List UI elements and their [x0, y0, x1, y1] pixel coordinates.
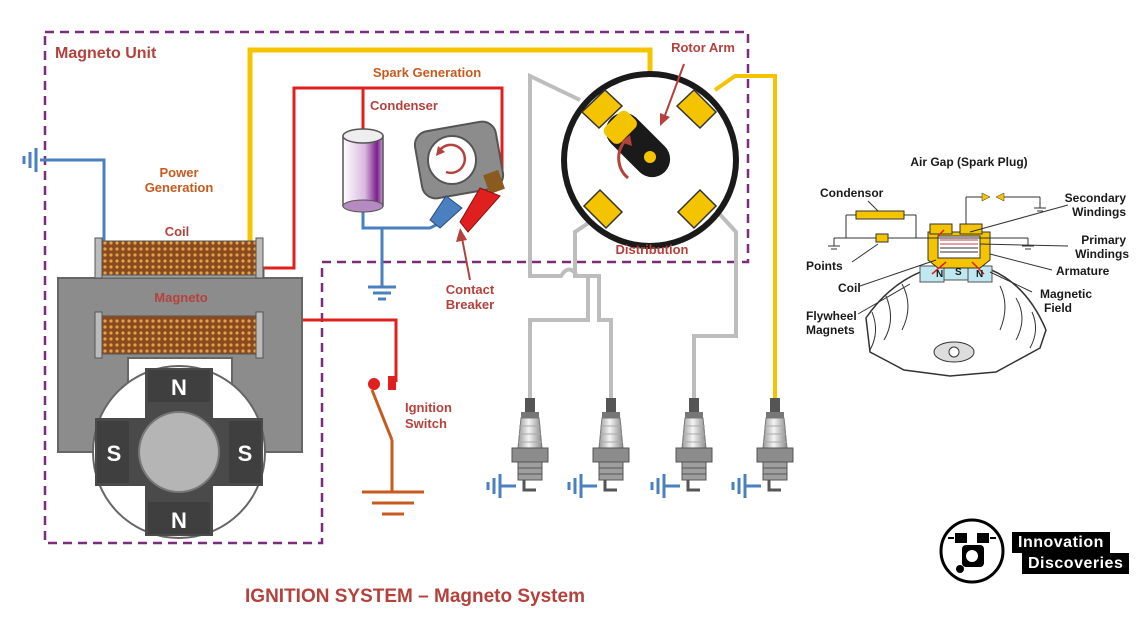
- label-condenser: Condenser: [370, 98, 438, 113]
- inset-flywheel-diagram: [828, 192, 1069, 377]
- pole-s-right: S: [238, 441, 253, 466]
- innovation-discoveries-logo-icon: [939, 518, 1005, 584]
- label-points: Points: [806, 259, 843, 273]
- pole-n-bottom: N: [171, 508, 187, 533]
- inset-pole-n-2: N: [976, 269, 983, 280]
- label-contact-breaker-2: Breaker: [446, 297, 494, 312]
- inset-pole-n: N: [936, 269, 943, 280]
- label-flywheel-magnets-2: Magnets: [806, 323, 855, 337]
- plug-lead-2: [573, 216, 613, 398]
- primary-wire-red: [258, 86, 504, 270]
- plug-lead-3: [692, 208, 738, 398]
- pole-n-top: N: [171, 375, 187, 400]
- coil-winding: [99, 240, 259, 276]
- label-armature: Armature: [1056, 264, 1110, 278]
- label-magnetic-field-1: Magnetic: [1040, 287, 1092, 301]
- contact-breaker-cam: [413, 120, 505, 200]
- pole-s-left: S: [107, 441, 122, 466]
- condenser: [342, 128, 384, 213]
- label-magneto-unit: Magneto Unit: [55, 45, 157, 62]
- spark-plug-3: [674, 396, 714, 492]
- page-title: IGNITION SYSTEM – Magneto System: [245, 586, 585, 607]
- ignition-switch: [362, 376, 424, 516]
- label-primary-windings-1: Primary: [1081, 233, 1126, 247]
- label-flywheel-magnets-1: Flywheel: [806, 309, 857, 323]
- switch-wire-red: [258, 318, 398, 382]
- label-ignition-switch-1: Ignition: [405, 400, 452, 415]
- label-secondary-windings-1: Secondary: [1065, 191, 1127, 205]
- brand-line-1: Innovation: [1012, 532, 1110, 553]
- label-primary-windings-2: Windings: [1075, 247, 1129, 261]
- label-rotor-arm: Rotor Arm: [671, 40, 735, 55]
- magneto-winding: [99, 315, 259, 355]
- contact-points: [429, 169, 505, 233]
- spark-plug-1: [510, 396, 550, 492]
- label-secondary-windings-2: Windings: [1072, 205, 1126, 219]
- plug-lead-1: [528, 72, 590, 398]
- label-magnetic-field-2: Field: [1044, 301, 1072, 315]
- ground-wire-left: [40, 158, 106, 250]
- label-power-generation-1: Power: [159, 165, 198, 180]
- label-ignition-switch-2: Switch: [405, 416, 447, 431]
- label-contact-breaker-1: Contact: [446, 282, 495, 297]
- label-power-generation-2: Generation: [145, 180, 214, 195]
- label-condensor: Condensor: [820, 186, 884, 200]
- label-magneto: Magneto: [154, 290, 208, 305]
- label-distribution: Distribution: [616, 242, 689, 257]
- label-coil-inset: Coil: [838, 281, 861, 295]
- plug-lead-4: [713, 74, 777, 398]
- brand-line-2: Discoveries: [1022, 553, 1130, 574]
- distributor: [561, 63, 739, 249]
- magneto-unit-border: [43, 30, 750, 545]
- label-spark-generation: Spark Generation: [373, 65, 481, 80]
- inset-pole-s: S: [955, 267, 962, 278]
- rotating-magnet: [92, 365, 266, 539]
- label-coil: Coil: [165, 224, 190, 239]
- label-air-gap: Air Gap (Spark Plug): [910, 155, 1027, 169]
- spark-plug-2: [591, 396, 631, 492]
- spark-plug-4: [755, 396, 795, 492]
